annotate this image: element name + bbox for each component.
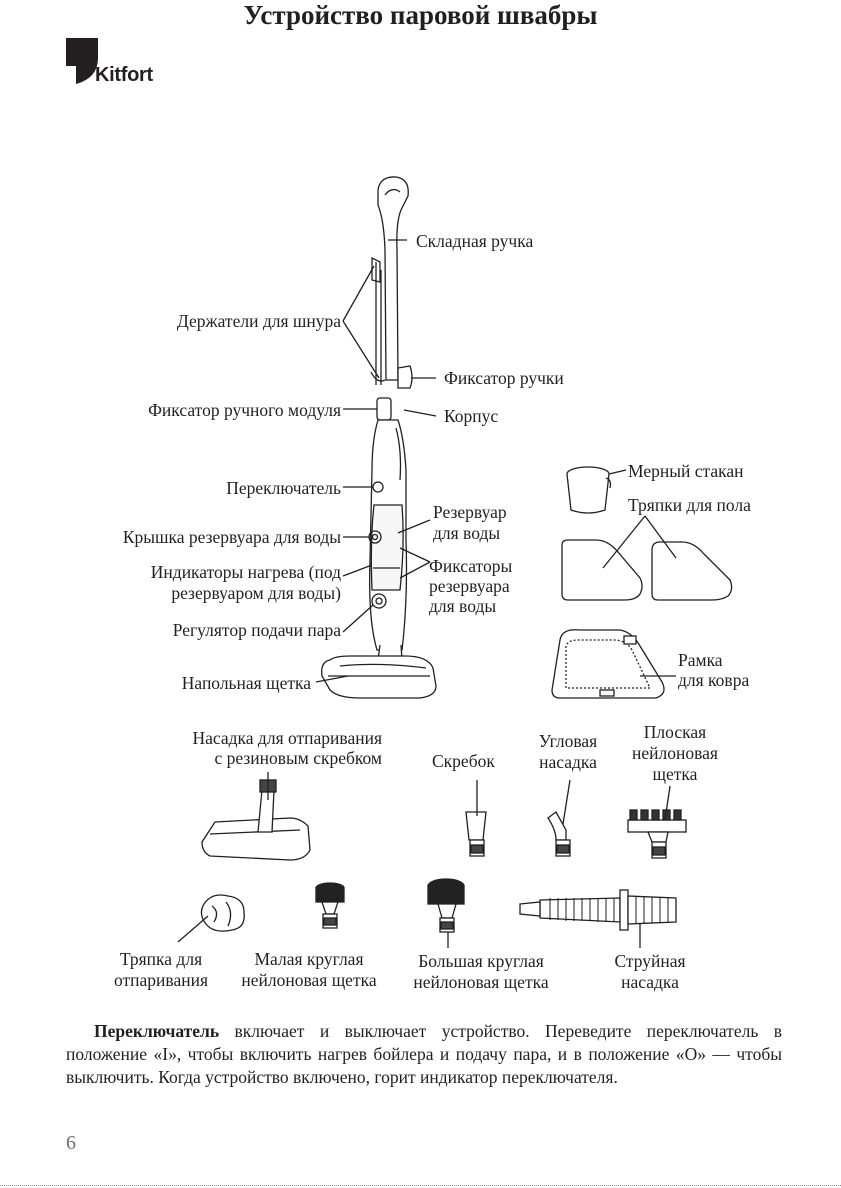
label-steam-nozzle-line2: с резиновым скребком [214,748,382,768]
label-body: Корпус [444,406,499,426]
label-carpet-frame-line2: для ковра [678,670,750,690]
label-handle-lock: Фиксатор ручки [444,368,564,388]
label-small-brush-line2: нейлоновая щетка [241,970,377,990]
page-number: 6 [66,1132,76,1154]
floor-cloths-icon [561,515,733,601]
label-module-lock: Фиксатор ручного модуля [148,400,341,420]
switch-description: Переключатель включает и выключает устро… [66,1020,782,1089]
label-cord-holders: Держатели для шнура [176,311,341,331]
steam-mop-diagram [177,176,733,948]
label-scraper: Скребок [432,751,495,771]
label-switch: Переключатель [226,478,341,498]
page-bottom-border [0,1185,841,1186]
label-angle-nozzle-line1: Угловая [538,731,598,751]
label-folding-handle: Складная ручка [416,231,534,251]
label-jet-nozzle-line1: Струйная [614,951,686,971]
small-round-brush-icon [315,882,345,929]
steam-nozzle-with-scraper-icon [201,772,311,861]
scraper-icon [465,780,487,857]
label-steam-cloth-line1: Тряпка для [119,949,203,969]
measuring-cup-icon [566,466,627,514]
label-flat-brush-line3: щетка [652,764,698,784]
label-tank-locks-line2: резервуара [429,576,510,596]
label-indicators-line1: Индикаторы нагрева (под [150,562,341,582]
switch-term: Переключатель [94,1021,220,1041]
label-measuring-cup: Мерный стакан [628,461,744,481]
brand-name: Kitfort [95,64,153,86]
label-water-tank-line1: Резервуар [433,502,507,522]
jet-nozzle-icon [519,889,677,948]
label-carpet-frame-line1: Рамка [678,650,723,670]
page-title: Устройство паровой швабры [243,0,598,30]
kitfort-logo-icon [66,38,98,84]
steam-mop-illustration [321,176,437,699]
label-jet-nozzle-line2: насадка [621,972,679,992]
label-small-brush-line1: Малая круглая [254,949,364,969]
label-water-tank-line2: для воды [433,523,501,543]
label-indicators-line2: резервуаром для воды) [171,583,341,603]
flat-nylon-brush-icon [627,785,687,859]
label-steam-cloth-line2: отпаривания [114,970,208,990]
label-large-brush-line2: нейлоновая щетка [413,972,549,992]
label-flat-brush-line1: Плоская [643,722,707,742]
large-round-brush-icon [427,878,465,948]
label-tank-locks-line3: для воды [429,596,497,616]
label-tank-cap: Крышка резервуара для воды [122,527,341,547]
label-tank-locks-line1: Фиксаторы [429,556,513,576]
label-steam-nozzle-line1: Насадка для отпаривания [192,728,383,748]
switch-description-text: включает и выключает устройство. Перевед… [66,1021,782,1087]
label-angle-nozzle-line2: насадка [539,752,597,772]
leader-lines [315,239,437,683]
label-large-brush-line1: Большая круглая [418,951,544,971]
label-flat-brush-line2: нейлоновая [632,743,718,763]
steam-cloth-icon [177,894,245,943]
angle-nozzle-icon [547,779,571,857]
label-steam-regulator: Регулятор подачи пара [172,620,341,640]
label-floor-brush: Напольная щетка [181,673,311,693]
label-floor-cloths: Тряпки для пола [628,495,751,515]
carpet-frame-icon [551,629,676,699]
